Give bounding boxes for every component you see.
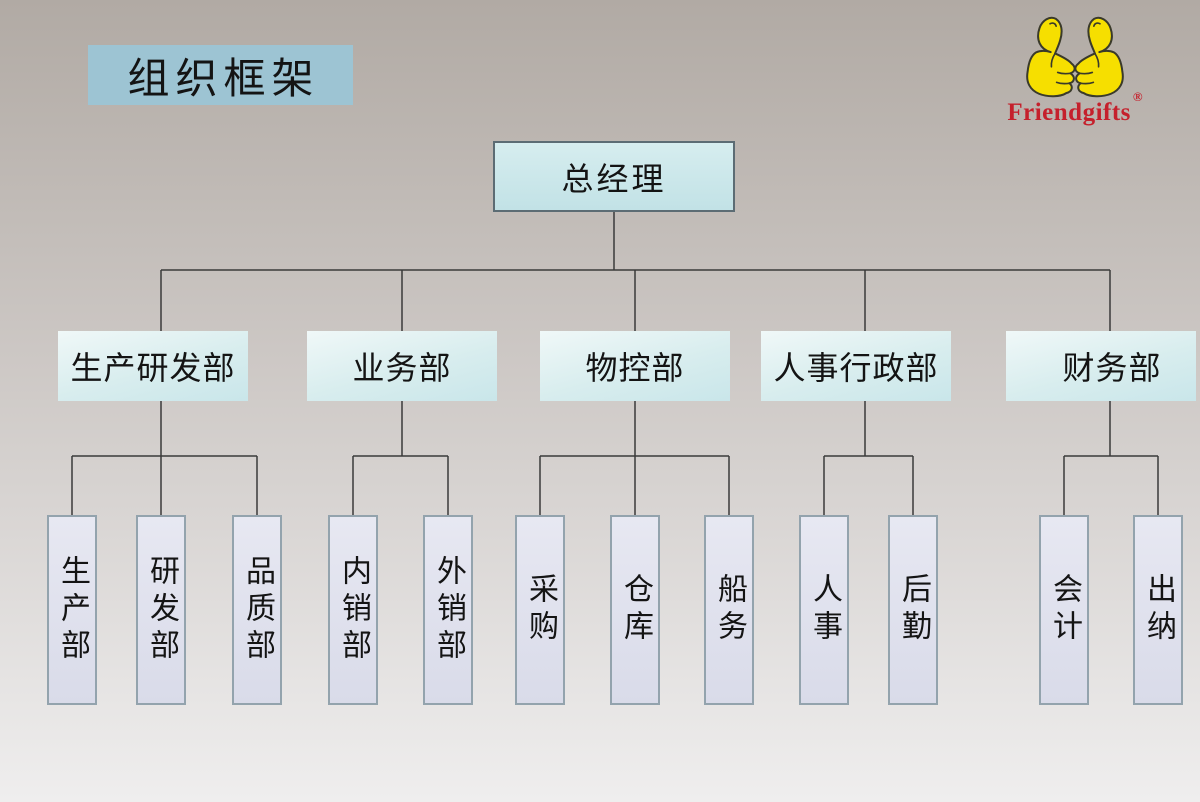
sub-box-label: 生产部 — [56, 554, 89, 666]
dept-box-business: 业务部 — [307, 331, 497, 401]
sub-box-label: 后勤 — [897, 573, 930, 647]
sub-box-domestic-sales: 内销部 — [328, 515, 378, 705]
sub-box-rd: 研发部 — [136, 515, 186, 705]
sub-box-label: 会计 — [1048, 573, 1081, 647]
sub-box-label: 人事 — [808, 573, 841, 647]
company-logo: Friendgifts ® — [1000, 16, 1150, 125]
sub-box-warehouse: 仓库 — [610, 515, 660, 705]
dept-box-hr-admin: 人事行政部 — [761, 331, 951, 401]
thumbs-up-logo-icon — [1026, 16, 1124, 98]
sub-box-hr: 人事 — [799, 515, 849, 705]
sub-box-production: 生产部 — [47, 515, 97, 705]
node-general-manager: 总经理 — [493, 141, 735, 212]
sub-box-purchasing: 采购 — [515, 515, 565, 705]
sub-box-label: 研发部 — [145, 554, 178, 666]
sub-box-label: 船务 — [713, 573, 746, 647]
registered-trademark: ® — [1132, 89, 1143, 104]
sub-box-label: 采购 — [524, 573, 557, 647]
sub-box-label: 品质部 — [241, 554, 274, 666]
dept-box-production-rd: 生产研发部 — [58, 331, 248, 401]
sub-box-label: 出纳 — [1142, 573, 1175, 647]
page-title: 组织框架 — [88, 45, 353, 105]
sub-box-cashier: 出纳 — [1133, 515, 1183, 705]
sub-box-label: 仓库 — [619, 573, 652, 647]
sub-box-label: 外销部 — [432, 554, 465, 666]
sub-box-quality: 品质部 — [232, 515, 282, 705]
sub-box-logistics: 后勤 — [888, 515, 938, 705]
logo-brand-text: Friendgifts — [1007, 99, 1131, 126]
sub-box-export-sales: 外销部 — [423, 515, 473, 705]
sub-box-shipping: 船务 — [704, 515, 754, 705]
sub-box-accounting: 会计 — [1039, 515, 1089, 705]
dept-box-finance: 财务部 — [1006, 331, 1196, 401]
sub-box-label: 内销部 — [337, 554, 370, 666]
dept-box-materials-control: 物控部 — [540, 331, 730, 401]
